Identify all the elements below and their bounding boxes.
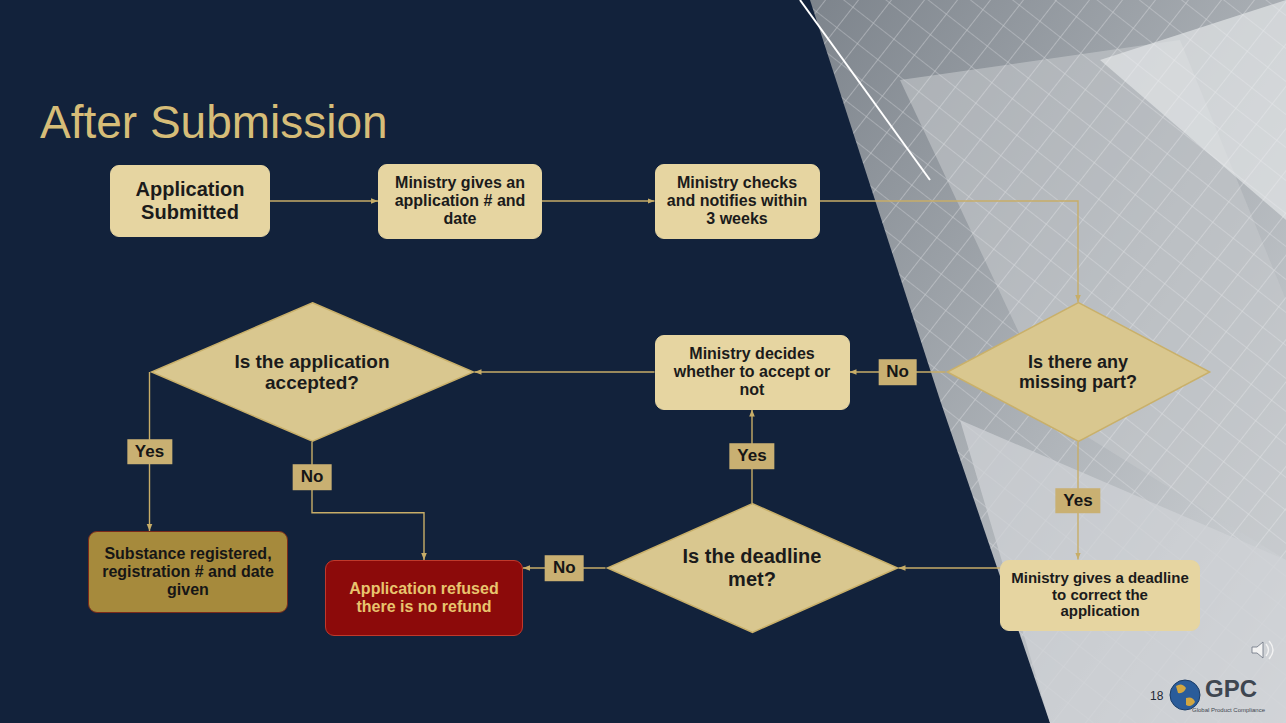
process-box: Ministry gives a deadline to correct the…: [1000, 560, 1200, 631]
process-box: Ministry decides whether to accept or no…: [655, 335, 850, 410]
decision-diamond: Is there any missing part?: [946, 302, 1211, 442]
process-box: Ministry gives an application # and date: [378, 164, 542, 239]
connector: [899, 567, 1001, 568]
refusal-box: Application refused there is no refund: [325, 560, 523, 636]
globe-icon: [1170, 680, 1200, 710]
node-text: Ministry gives an application # and date: [389, 174, 531, 228]
node-text: Ministry checks and notifies within 3 we…: [666, 174, 809, 228]
branch-label: No: [878, 359, 917, 385]
page-number: 18: [1150, 690, 1163, 703]
logo-text: GPC: [1205, 676, 1257, 702]
node-text: Is the application accepted?: [224, 351, 400, 394]
diagonal-line: [800, 0, 930, 180]
node-text: Application Submitted: [121, 178, 259, 223]
branch-label: No: [545, 555, 584, 581]
node-text: Substance registered, registration # and…: [99, 545, 277, 599]
node-text: Ministry decides whether to accept or no…: [666, 345, 839, 399]
slide-title: After Submission: [40, 96, 388, 149]
connector: [820, 201, 1079, 302]
decision-diamond: Is the application accepted?: [150, 302, 475, 442]
result-box: Substance registered, registration # and…: [88, 531, 288, 613]
connector: [542, 200, 655, 201]
connector: [312, 442, 424, 560]
node-text: Is there any missing part?: [1007, 352, 1150, 393]
branch-label: Yes: [729, 443, 774, 469]
process-box: Application Submitted: [110, 165, 270, 237]
logo-tagline: Global Product Compliance: [1192, 707, 1265, 714]
decision-diamond: Is the deadline met?: [606, 503, 899, 633]
node-text: Is the deadline met?: [673, 545, 831, 590]
building-photo: [800, 0, 1286, 723]
node-text: Ministry gives a deadline to correct the…: [1011, 570, 1189, 621]
process-box: Ministry checks and notifies within 3 we…: [655, 164, 820, 239]
speaker-icon: [1252, 641, 1273, 659]
branch-label: Yes: [1055, 488, 1100, 514]
connector: [475, 371, 655, 372]
branch-label: No: [293, 465, 332, 491]
connector: [270, 200, 378, 201]
branch-label: Yes: [127, 439, 172, 465]
node-text: Application refused there is no refund: [336, 580, 512, 616]
